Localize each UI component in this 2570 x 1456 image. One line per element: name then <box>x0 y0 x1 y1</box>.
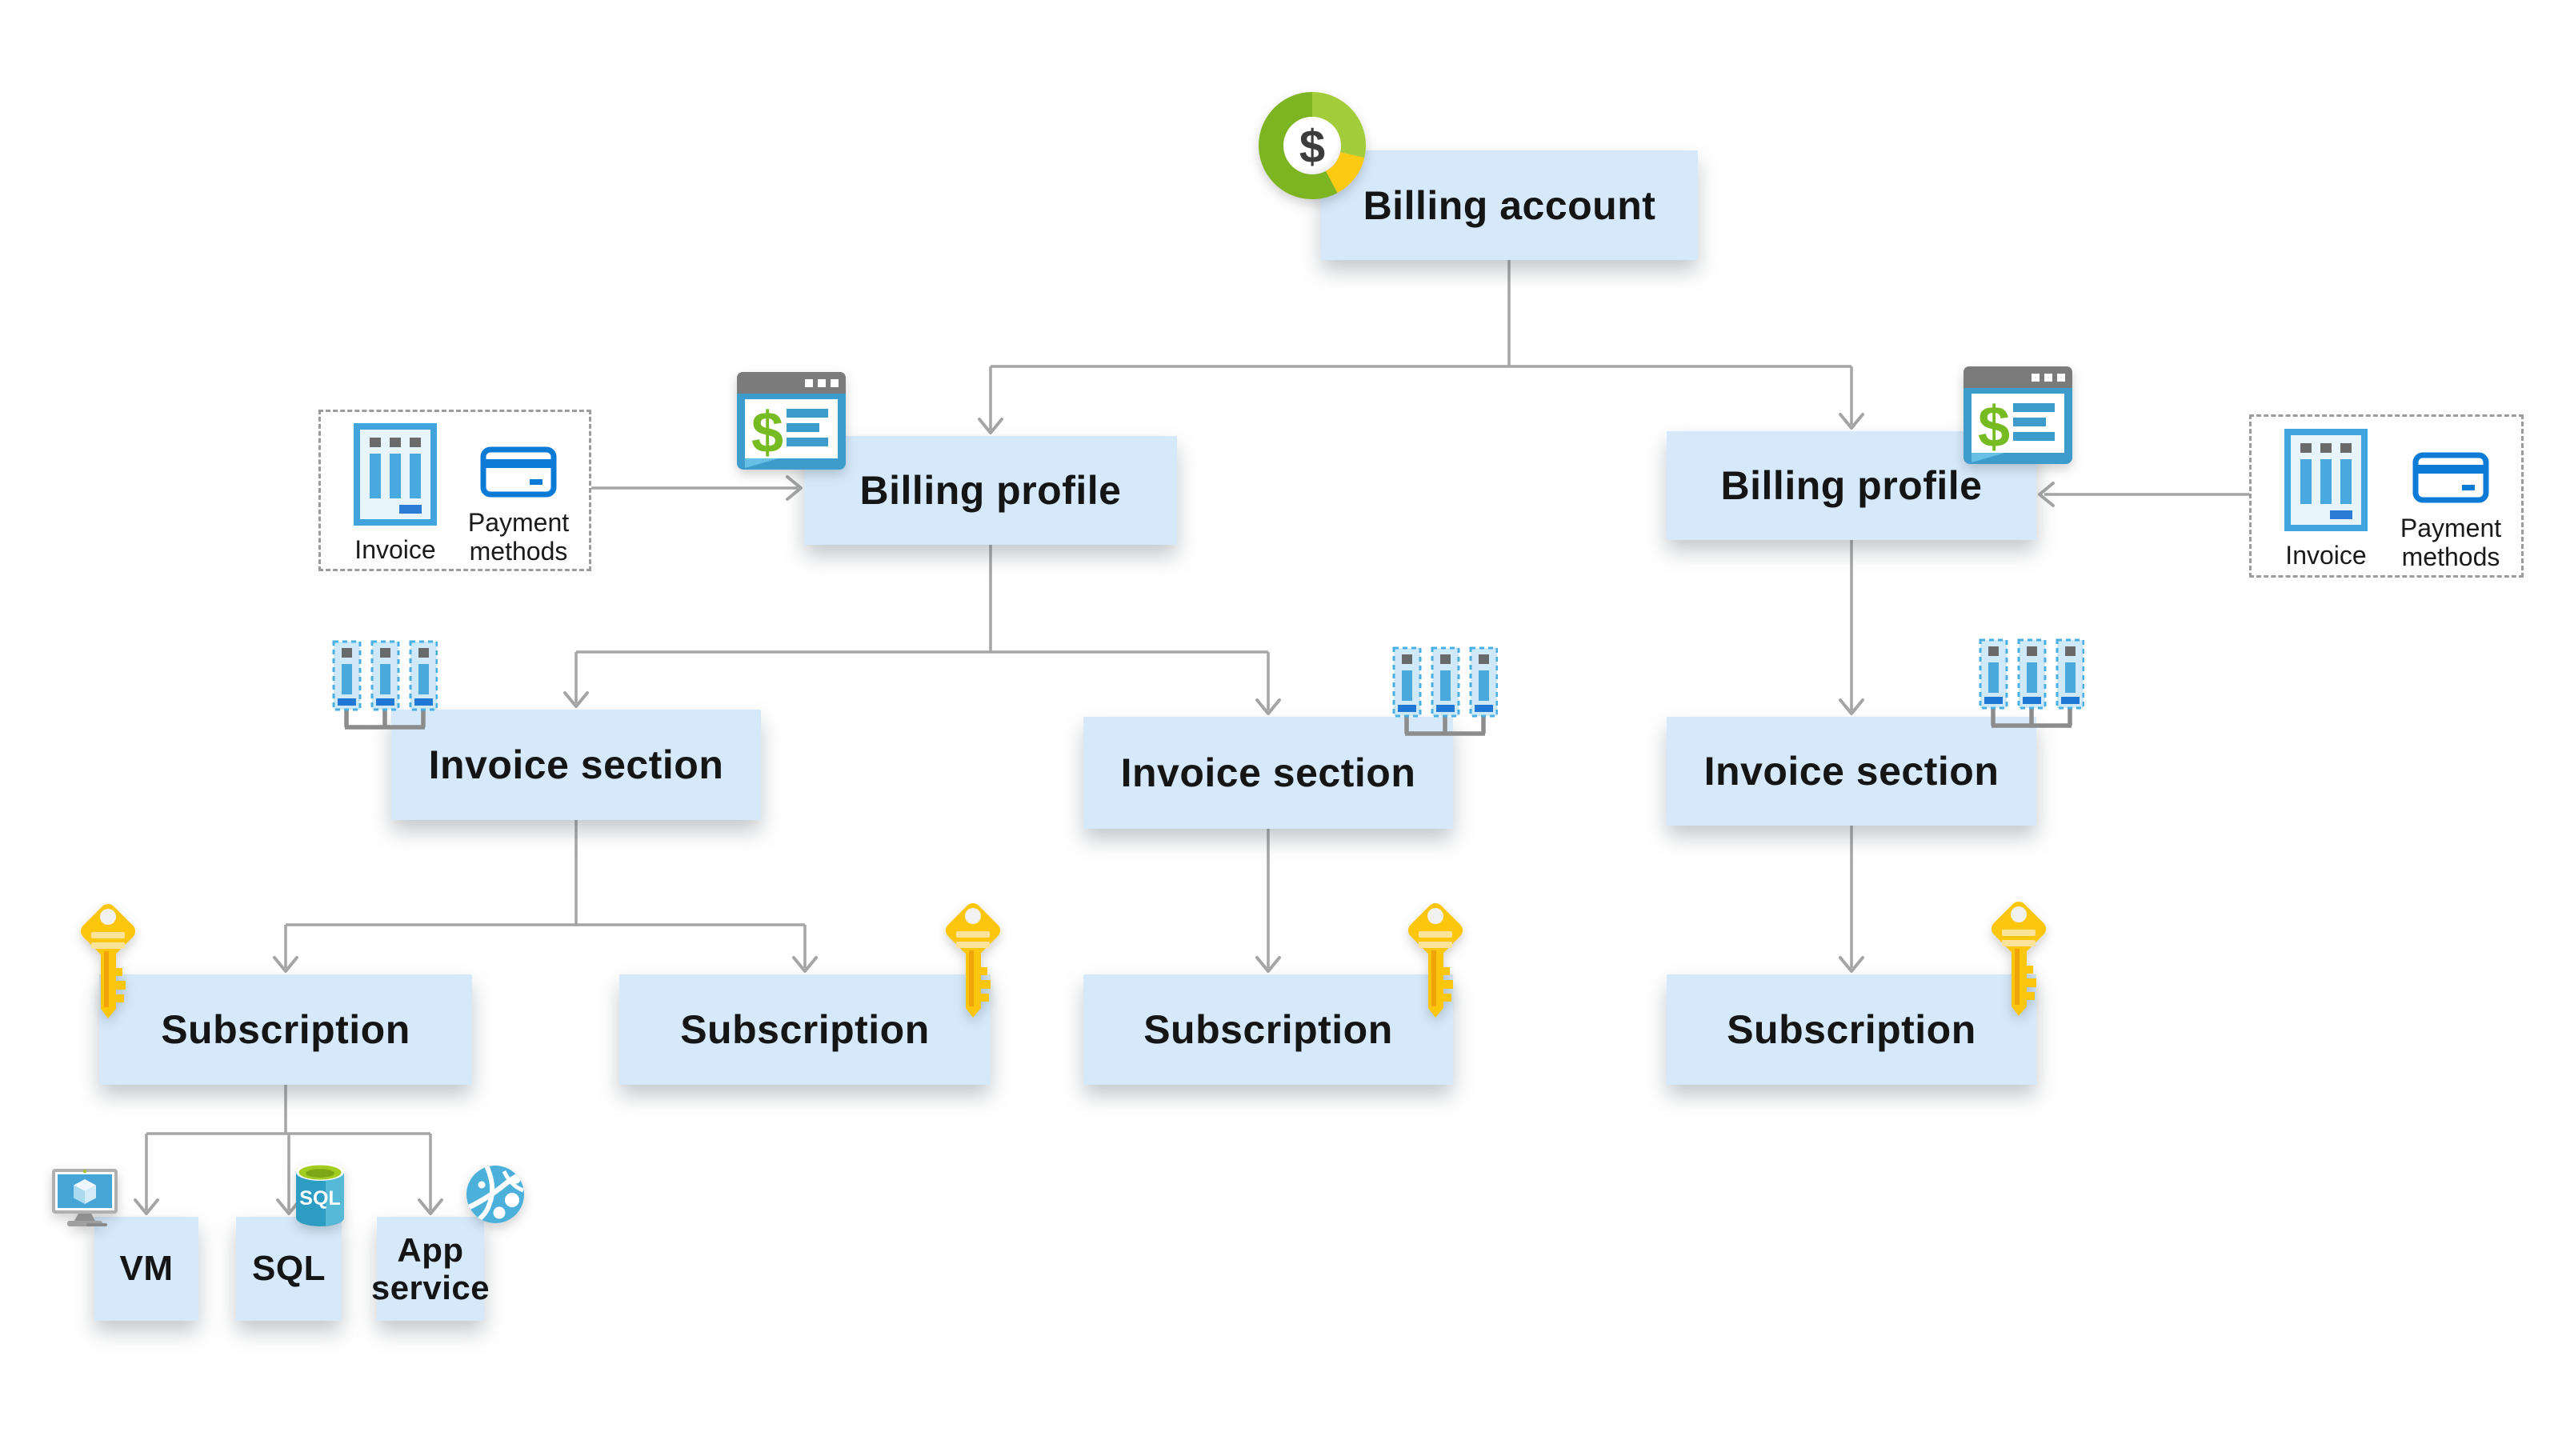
node-label: Invoice section <box>428 742 724 787</box>
payment-methods-label: Payment methods <box>467 508 570 566</box>
node-invoice-section-2: Invoice section <box>1083 717 1453 829</box>
credit-card-icon <box>2412 451 2489 504</box>
node-vm: VM <box>94 1217 198 1321</box>
invoice-label: Invoice <box>354 535 436 564</box>
key-icon <box>936 899 1010 1019</box>
node-label: App service <box>370 1230 490 1306</box>
node-invoice-section-3: Invoice section <box>1667 717 2036 826</box>
node-label: Billing profile <box>859 468 1122 513</box>
node-label: SQL <box>252 1249 326 1289</box>
invoice-strips-icon <box>332 640 438 741</box>
node-label: Billing profile <box>1720 463 1983 508</box>
key-icon <box>1982 898 2056 1018</box>
node-billing-account: Billing account <box>1321 150 1698 260</box>
sql-database-icon: SQL <box>296 1163 344 1226</box>
node-subscription-2: Subscription <box>619 974 991 1085</box>
node-label: VM <box>119 1249 174 1289</box>
sql-logo-text: SQL <box>299 1187 340 1210</box>
dollar-sign-glyph: $ <box>1299 121 1325 173</box>
node-subscription-3: Subscription <box>1083 974 1453 1085</box>
node-invoice-section-1: Invoice section <box>391 710 761 820</box>
invoice-strips-icon <box>1392 646 1498 747</box>
node-billing-profile-2: Billing profile <box>1667 431 2036 540</box>
node-label: Invoice section <box>1703 749 2000 794</box>
invoice-document-icon <box>2284 429 2368 531</box>
payment-methods-legend-item: Payment methods <box>458 423 578 566</box>
invoice-label: Invoice <box>2285 541 2367 570</box>
payment-methods-label: Payment methods <box>2400 514 2502 571</box>
billing-profile-legend-left: Invoice Payment methods <box>318 410 591 571</box>
app-service-globe-icon <box>466 1166 524 1223</box>
virtual-machine-monitor-icon <box>52 1169 118 1226</box>
billing-statement-window-icon <box>737 372 846 470</box>
node-sql: SQL <box>236 1217 342 1321</box>
node-label: Invoice section <box>1120 750 1416 795</box>
invoice-document-icon <box>354 423 437 526</box>
node-app-service: App service <box>371 1217 490 1321</box>
credit-card-icon <box>480 446 557 498</box>
node-label: Subscription <box>1727 1007 1976 1052</box>
node-subscription-4: Subscription <box>1667 974 2036 1085</box>
billing-profile-legend-right: Invoice Payment methods <box>2249 414 2524 578</box>
invoice-strips-icon <box>1979 638 2084 739</box>
node-billing-profile-1: Billing profile <box>804 436 1177 545</box>
billing-statement-window-icon <box>1964 366 2072 464</box>
key-icon <box>1399 899 1472 1019</box>
key-icon <box>71 900 145 1020</box>
node-label: Subscription <box>1143 1007 1393 1052</box>
node-subscription-1: Subscription <box>99 974 472 1085</box>
invoice-legend-item: Invoice <box>2266 429 2386 570</box>
node-label: Billing account <box>1363 182 1656 228</box>
dollar-donut-icon: $ <box>1259 92 1367 199</box>
payment-methods-legend-item: Payment methods <box>2391 429 2511 572</box>
node-label: Subscription <box>161 1007 410 1052</box>
node-label: Subscription <box>680 1007 930 1052</box>
invoice-legend-item: Invoice <box>335 423 455 565</box>
